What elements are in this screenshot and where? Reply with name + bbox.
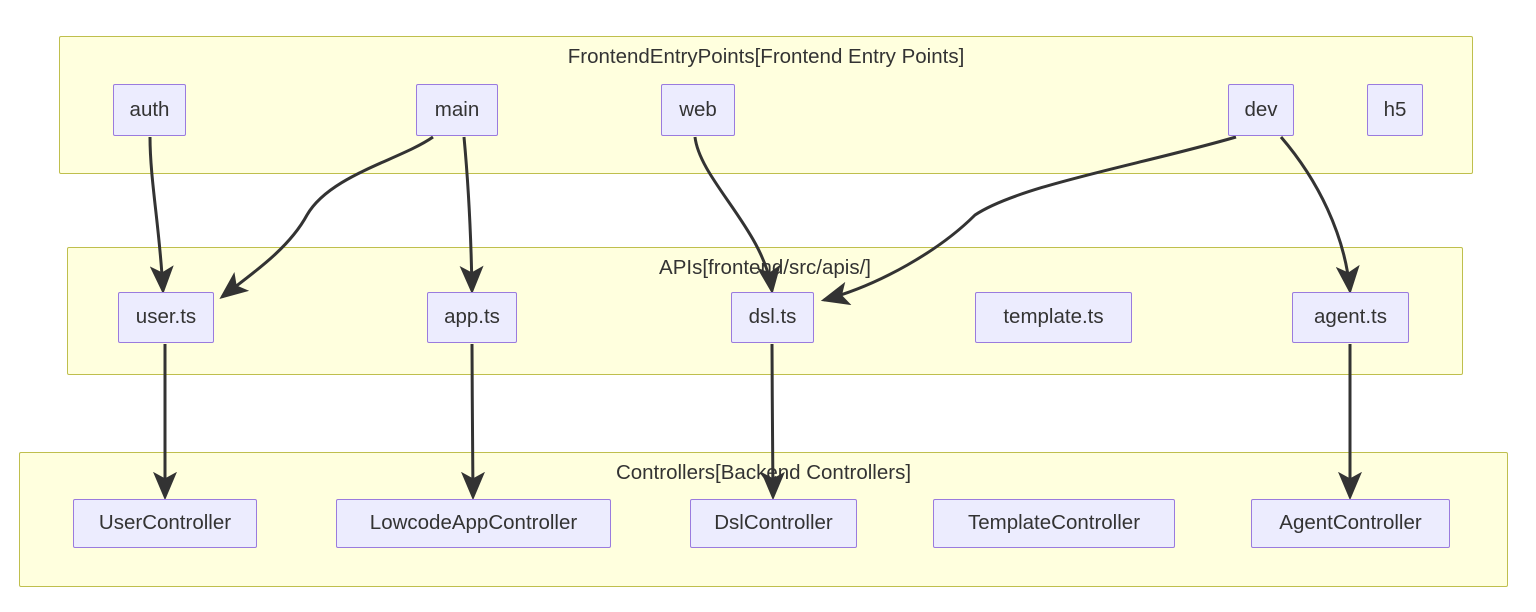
node-user-controller[interactable]: UserController bbox=[73, 499, 257, 548]
node-label: template.ts bbox=[1003, 305, 1104, 329]
node-label: h5 bbox=[1383, 97, 1407, 121]
node-label: main bbox=[434, 97, 480, 121]
node-label: DslController bbox=[714, 511, 833, 535]
node-main[interactable]: main bbox=[416, 84, 498, 136]
node-label: LowcodeAppController bbox=[369, 511, 578, 535]
node-dsl-ts[interactable]: dsl.ts bbox=[731, 292, 814, 343]
node-label: app.ts bbox=[444, 305, 500, 329]
node-h5[interactable]: h5 bbox=[1367, 84, 1423, 136]
node-label: TemplateController bbox=[967, 511, 1141, 535]
node-template-controller[interactable]: TemplateController bbox=[933, 499, 1175, 548]
node-label: user.ts bbox=[135, 305, 197, 329]
node-label: dev bbox=[1244, 97, 1278, 121]
node-user-ts[interactable]: user.ts bbox=[118, 292, 214, 343]
node-label: auth bbox=[129, 97, 170, 121]
node-dev[interactable]: dev bbox=[1228, 84, 1294, 136]
node-dsl-controller[interactable]: DslController bbox=[690, 499, 857, 548]
node-web[interactable]: web bbox=[661, 84, 735, 136]
node-label: AgentController bbox=[1279, 511, 1422, 535]
node-label: dsl.ts bbox=[748, 305, 797, 329]
cluster-title-apis: APIs[frontend/src/apis/] bbox=[659, 256, 871, 279]
node-auth[interactable]: auth bbox=[113, 84, 186, 136]
node-label: UserController bbox=[98, 511, 232, 535]
cluster-title-frontend-entry-points: FrontendEntryPoints[Frontend Entry Point… bbox=[567, 45, 965, 68]
node-app-ts[interactable]: app.ts bbox=[427, 292, 517, 343]
node-agent-controller[interactable]: AgentController bbox=[1251, 499, 1450, 548]
node-agent-ts[interactable]: agent.ts bbox=[1292, 292, 1409, 343]
node-label: web bbox=[679, 97, 717, 121]
node-lowcode-app-controller[interactable]: LowcodeAppController bbox=[336, 499, 611, 548]
cluster-title-controllers: Controllers[Backend Controllers] bbox=[615, 461, 912, 484]
node-label: agent.ts bbox=[1314, 305, 1387, 329]
node-template-ts[interactable]: template.ts bbox=[975, 292, 1132, 343]
